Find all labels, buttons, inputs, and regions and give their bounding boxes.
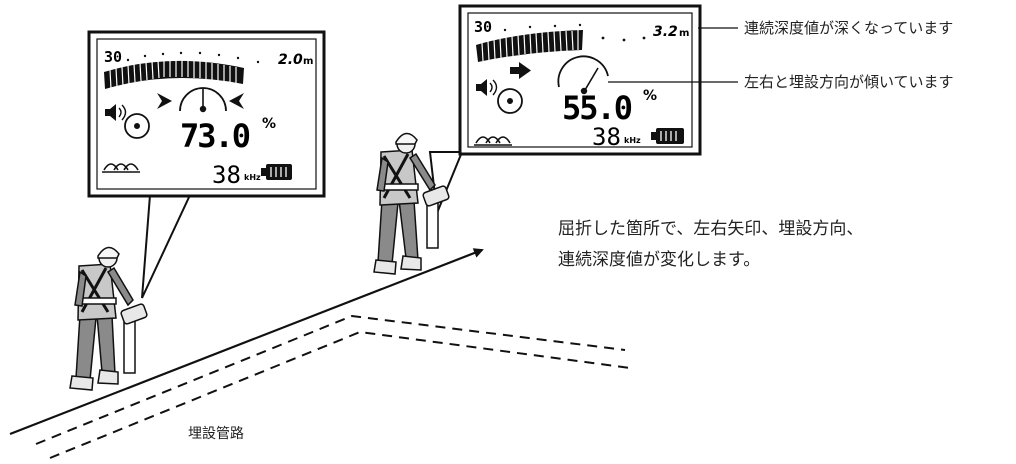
left-signal-bargraph (104, 60, 244, 89)
right-current-value: 55.0 (562, 89, 632, 127)
left-percent-sign: % (262, 116, 276, 132)
pipe-label: 埋設管路 (188, 426, 244, 442)
left-frequency-unit: kHz (244, 173, 261, 182)
description-line-2: 連続深度値が変化します。 (558, 250, 761, 270)
left-angle-pivot (199, 105, 207, 113)
description-line-1: 屈折した箇所で、左右矢印、埋設方向、 (558, 219, 864, 239)
depth-note-label: 連続深度値が深くなっています (744, 19, 954, 37)
right-right-arrow-icon (510, 62, 531, 79)
description-text: 屈折した箇所で、左右矢印、埋設方向、 連続深度値が変化します。 (558, 214, 863, 276)
right-speaker-icon (476, 79, 498, 96)
right-scale-value: 30 (474, 18, 492, 36)
left-left-arrow-icon (229, 93, 244, 109)
right-percent-sign: % (643, 88, 657, 104)
left-scale-value: 30 (104, 48, 122, 66)
right-frequency-value: 38 (592, 123, 621, 151)
right-depth-value: 3.2 (653, 24, 678, 40)
right-angle-needle (584, 67, 599, 91)
left-scale-dots (126, 51, 260, 64)
buried-pipe (35, 314, 631, 459)
right-depth-unit: m (679, 28, 689, 39)
left-current-value: 73.0 (180, 117, 250, 155)
left-battery-icon (261, 164, 292, 180)
right-frequency-unit: kHz (624, 136, 641, 145)
left-display-callout: 30 2.0 m 73.0 % 38 kHz (87, 30, 326, 299)
right-target-icon (497, 88, 523, 114)
worker-right-figure (373, 132, 450, 275)
left-bargraph-ticks (109, 59, 237, 90)
right-scale-dots (503, 23, 646, 42)
worker-left-figure (69, 246, 148, 391)
right-bargraph-ticks (481, 30, 579, 62)
right-signal-bargraph (476, 30, 583, 62)
left-speaker-icon (105, 104, 127, 121)
left-right-arrow-icon (157, 93, 172, 109)
left-callout-pointer (141, 194, 192, 299)
walking-direction-arrow (9, 248, 484, 436)
right-mode-icon (474, 136, 512, 146)
angle-note-label: 左右と埋設方向が傾いています (744, 73, 954, 91)
left-target-icon (124, 113, 150, 139)
left-depth-value: 2.0 (278, 52, 303, 68)
right-angle-gauge (557, 55, 609, 88)
right-angle-pivot (580, 87, 588, 95)
left-depth-unit: m (303, 56, 313, 67)
right-display-callout: 30 3.2 m 55.0 % 38 kHz (428, 4, 702, 214)
left-frequency-value: 38 (212, 161, 241, 189)
left-mode-icon (102, 163, 140, 173)
right-battery-icon (651, 128, 684, 144)
